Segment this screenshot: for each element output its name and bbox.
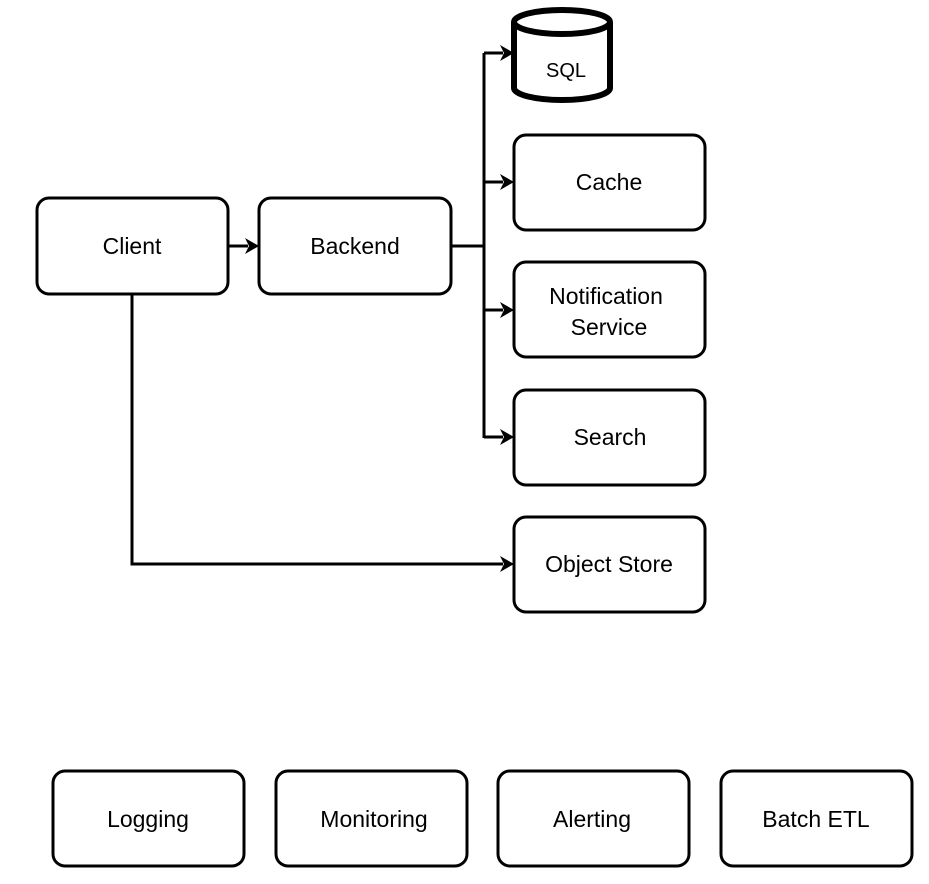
- node-batch-etl: Batch ETL: [719, 769, 914, 868]
- node-label: Client: [103, 233, 162, 259]
- node-backend: Backend: [257, 196, 453, 296]
- node-alerting: Alerting: [496, 769, 691, 868]
- arrowhead-backend: [245, 238, 259, 254]
- edge-client-object-store: [130, 294, 503, 566]
- node-sql: SQL: [511, 7, 613, 103]
- node-label: Alerting: [553, 806, 631, 832]
- node-label-line1: Notification: [549, 283, 663, 309]
- arrowhead-cache: [500, 174, 514, 190]
- arrowhead-search: [500, 429, 514, 445]
- edges: [130, 45, 514, 572]
- node-label: Backend: [310, 233, 400, 259]
- node-object-store: Object Store: [512, 515, 707, 614]
- node-label-line2: Service: [571, 314, 648, 340]
- node-label: Monitoring: [320, 806, 427, 832]
- node-label: SQL: [546, 60, 586, 82]
- node-label: Object Store: [545, 551, 673, 577]
- node-search: Search: [512, 388, 707, 487]
- node-logging: Logging: [51, 769, 246, 868]
- node-label: Cache: [576, 169, 642, 195]
- node-label: Batch ETL: [762, 806, 870, 832]
- node-label: Search: [574, 424, 647, 450]
- node-cache: Cache: [512, 133, 707, 232]
- node-client: Client: [35, 196, 230, 296]
- node-label: Logging: [107, 806, 189, 832]
- database-top: [511, 7, 613, 37]
- database-icon: [511, 22, 613, 103]
- arrowhead-notification: [500, 302, 514, 318]
- arrowhead-object-store: [500, 556, 514, 572]
- node-notification-service: Notification Service: [512, 260, 707, 359]
- arrowhead-sql: [500, 45, 514, 61]
- node-monitoring: Monitoring: [274, 769, 469, 868]
